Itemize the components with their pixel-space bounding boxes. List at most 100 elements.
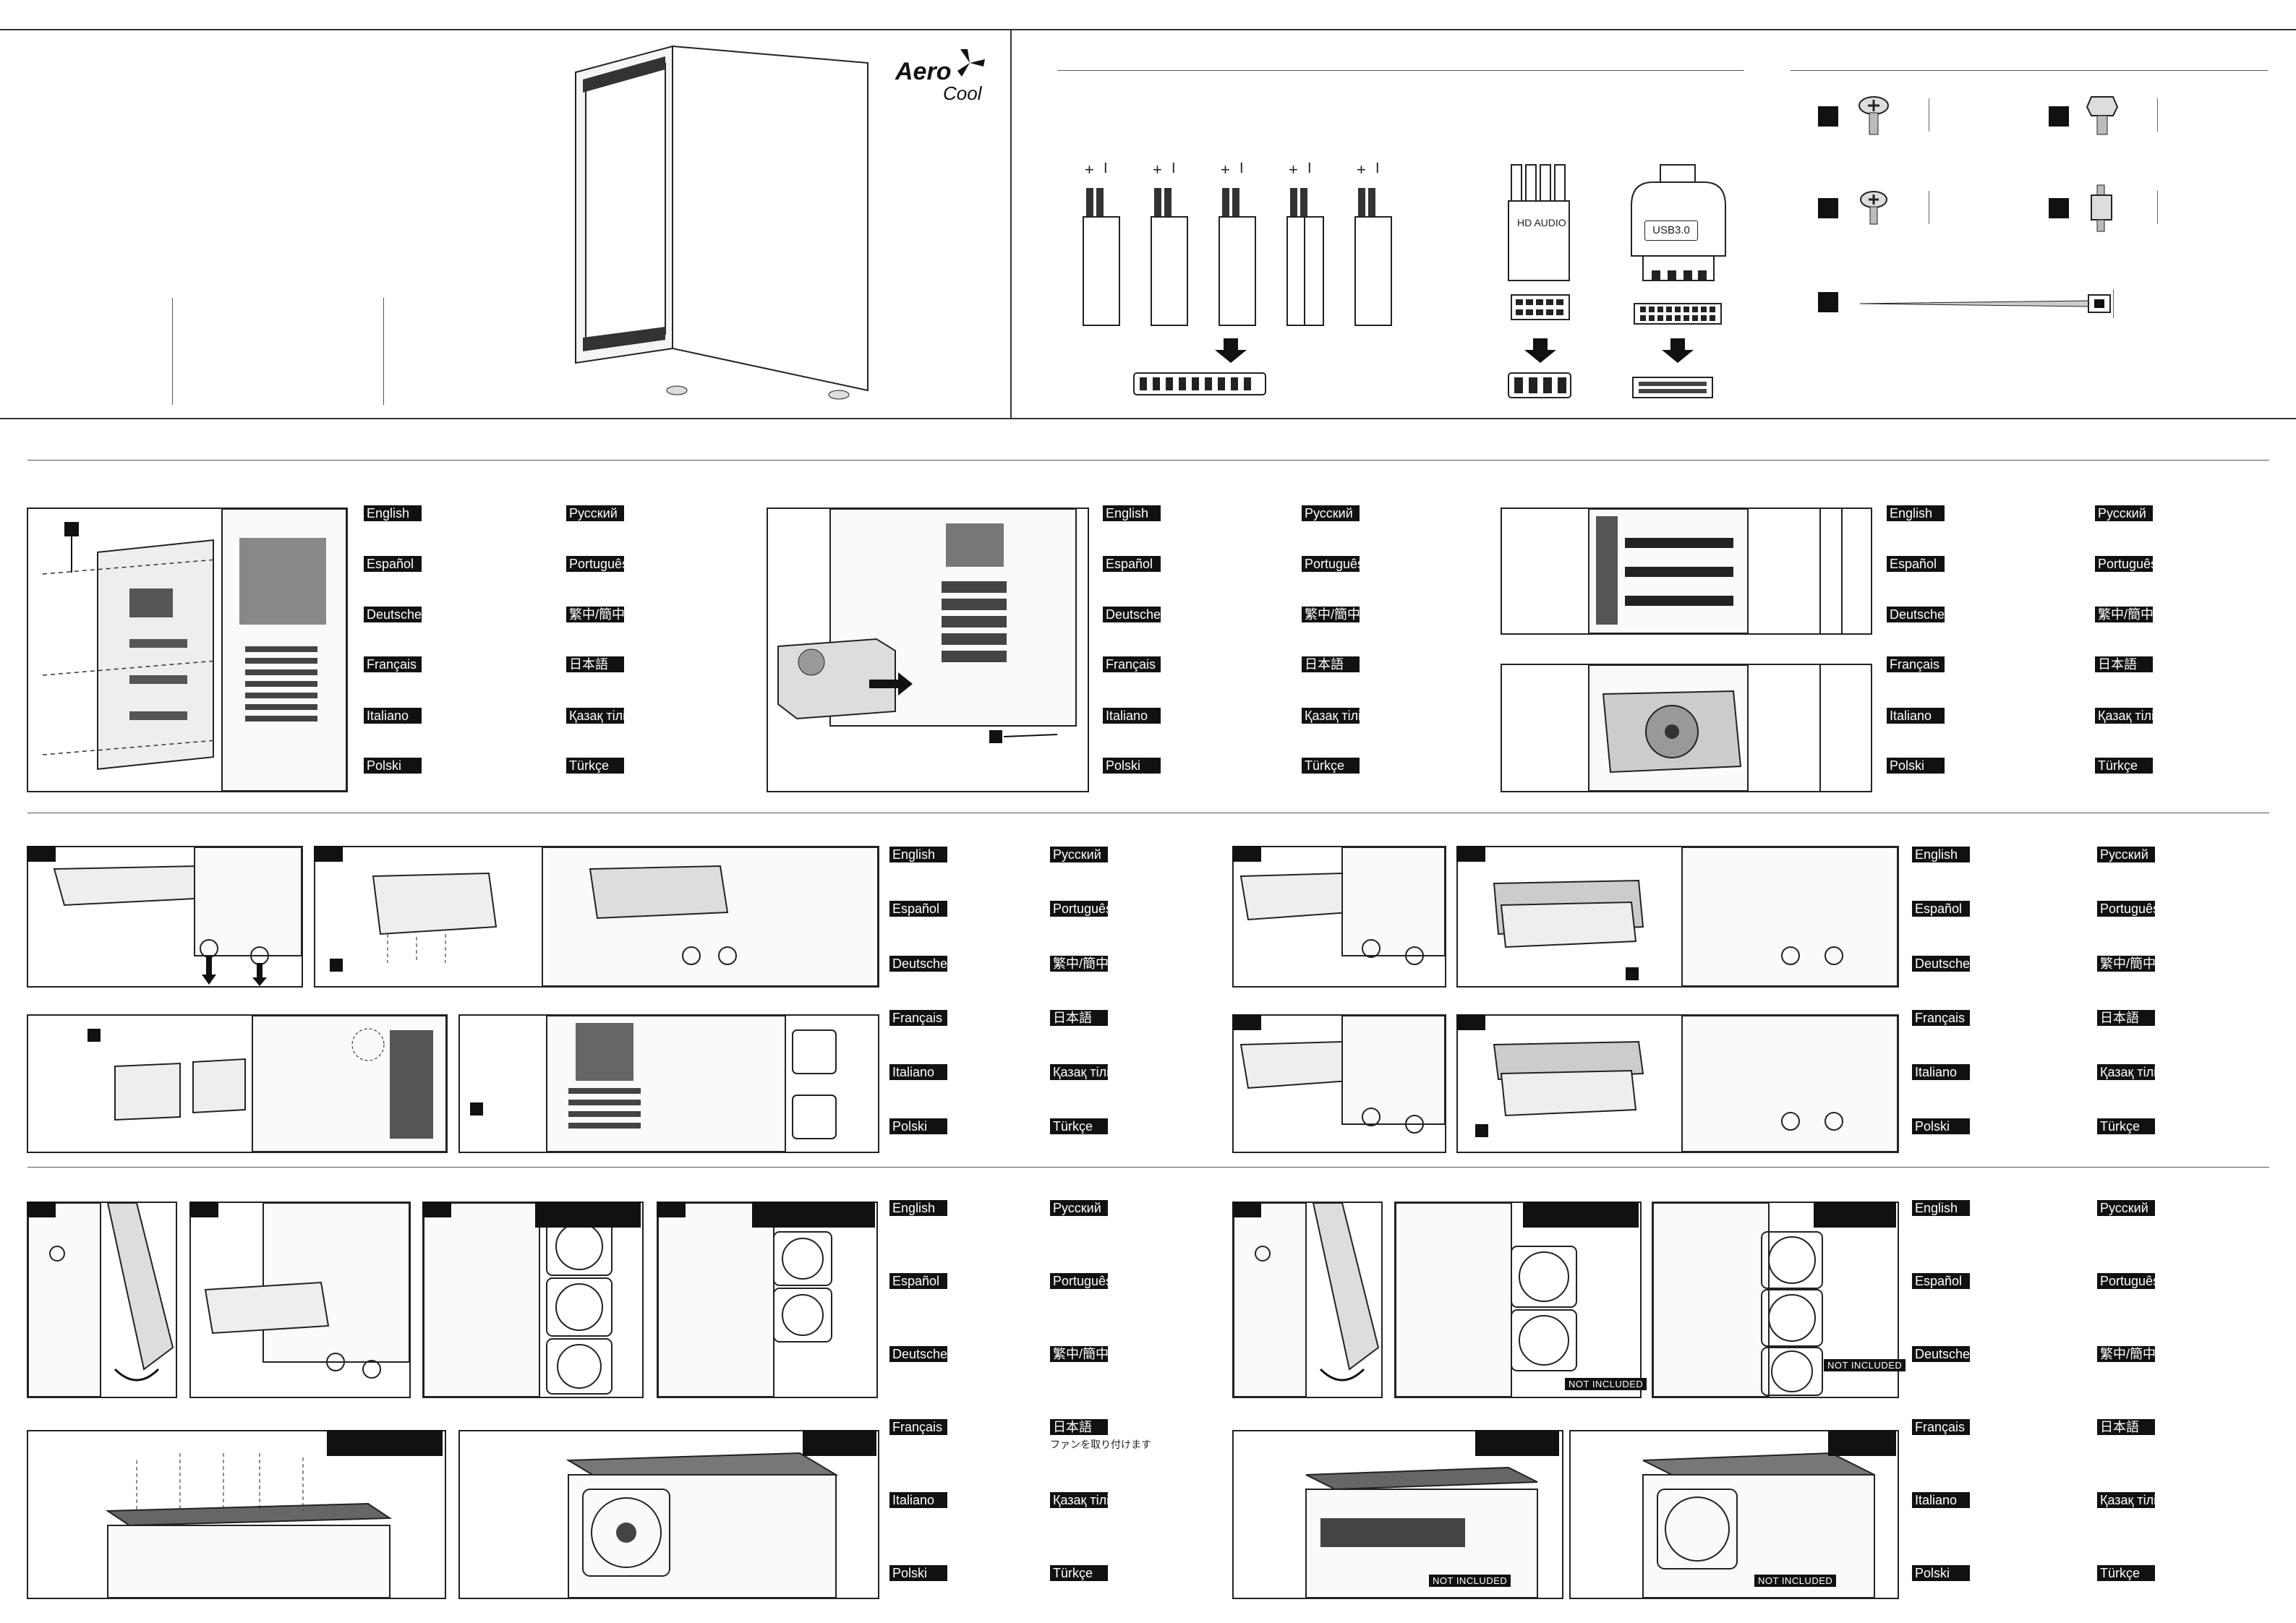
- lang-turkce-s1b: Türkçe: [1302, 758, 1360, 774]
- lang-japanese-s2b: 日本語: [2097, 1010, 2155, 1026]
- lang-italiano-s1c: Italiano: [1887, 708, 1945, 724]
- step-f-label-bar: [803, 1430, 876, 1456]
- small-screw-icon: [1856, 189, 1892, 230]
- lang-japanese-s3b: 日本語: [2097, 1419, 2155, 1435]
- step-d-label-bar-right: [1475, 1430, 1559, 1456]
- case-illustration: [564, 45, 882, 406]
- psu-install-figure: [767, 508, 1089, 792]
- cover-fold-line-2: [383, 298, 384, 405]
- lang-kazakh-s3b: Қазақ тілі: [2097, 1492, 2155, 1508]
- ssd-bracket-figure: [27, 1014, 448, 1153]
- hdd-screw-figure: [314, 846, 879, 988]
- step-c-tab: [422, 1202, 451, 1217]
- lang-francais-s3a: Français: [889, 1419, 947, 1435]
- lang-polski-s2b: Polski: [1912, 1118, 1970, 1134]
- header-bottom-line: [0, 418, 2296, 419]
- connector-2-minus: I: [1172, 160, 1176, 176]
- step-2-tab: [314, 846, 343, 862]
- accessory-e-marker: [1818, 292, 1838, 312]
- step-1-tab-right: [1232, 846, 1261, 862]
- lang-japanese-s1c: 日本語: [2095, 656, 2153, 672]
- lang-russian-s2a: Русский: [1050, 847, 1108, 862]
- lang-japanese-s2a: 日本語: [1050, 1010, 1108, 1026]
- lang-kazakh-s1b: Қазақ тілі: [1302, 708, 1360, 724]
- hdd-35-install-figure: [1456, 846, 1899, 988]
- accessory-title-line: [1791, 70, 2268, 71]
- lang-japanese-s1a: 日本語: [566, 656, 624, 672]
- step-d-label-bar: [752, 1202, 875, 1228]
- aerocool-logo: Aero Cool: [895, 45, 989, 110]
- japanese-fan-note: ファンを取り付けます: [1050, 1439, 1151, 1450]
- lang-italiano-s3a: Italiano: [889, 1492, 947, 1508]
- lang-espanol-s1b: Español: [1103, 556, 1161, 572]
- lang-deutsche-s2b: Deutsche: [1912, 956, 1970, 972]
- connector-3-minus: I: [1239, 160, 1244, 176]
- section-3-top-line: [27, 1167, 2269, 1168]
- standoff-icon: [2087, 184, 2116, 234]
- connector-2-plus: +: [1153, 160, 1162, 179]
- lang-portugues-s1a: Português: [566, 556, 624, 572]
- cable-tie-icon: [1858, 291, 2119, 317]
- lang-russian-s2b: Русский: [2097, 847, 2155, 862]
- lang-italiano-s1a: Italiano: [364, 708, 422, 724]
- usb3-label-box: USB3.0: [1644, 220, 1698, 241]
- accessory-c-marker: [1818, 198, 1838, 218]
- lang-kazakh-s2b: Қазақ тілі: [2097, 1064, 2155, 1080]
- front-radiator-figure: [1394, 1202, 1642, 1398]
- lang-chinese-s1b: 繁中/簡中: [1302, 607, 1360, 622]
- accessory-sep-4: [2157, 191, 2158, 224]
- lang-deutsche-s1c: Deutsche: [1887, 607, 1945, 622]
- hdd-tray-remove-figure-right: [1232, 846, 1446, 988]
- lang-russian-s3b: Русский: [2097, 1200, 2155, 1216]
- lang-francais-s2a: Français: [889, 1010, 947, 1026]
- lang-portugues-s2b: Português: [2097, 901, 2155, 917]
- motherboard-install-figure: [27, 508, 348, 792]
- step-b-tab: [189, 1202, 218, 1217]
- lang-deutsche-s2a: Deutsche: [889, 956, 947, 972]
- connector-4-minus: I: [1307, 160, 1312, 176]
- lang-turkce-s1c: Türkçe: [2095, 758, 2153, 774]
- not-included-badge-1: NOT INCLUDED: [1565, 1378, 1647, 1390]
- lang-turkce-s2b: Türkçe: [2097, 1118, 2155, 1134]
- logo-aero-text: Aero: [895, 58, 952, 85]
- hdd-cage-remove-figure: [189, 1202, 411, 1398]
- step-d-tab: [657, 1202, 686, 1217]
- logo-fan-icon: [957, 49, 985, 77]
- step-3-tab-right: [1232, 1014, 1261, 1030]
- hd-audio-label: HD AUDIO: [1517, 217, 1566, 228]
- lang-polski-s1a: Polski: [364, 758, 422, 774]
- front-fan-120-figure: [657, 1202, 878, 1398]
- lang-chinese-s2b: 繁中/簡中: [2097, 956, 2155, 972]
- accessory-sep-2: [2157, 98, 2158, 132]
- hex-screw-icon: [2084, 93, 2120, 139]
- connector-5-minus: I: [1375, 160, 1380, 176]
- lang-english-s1c: English: [1887, 505, 1945, 521]
- lang-turkce-s2a: Türkçe: [1050, 1118, 1108, 1134]
- usb3-connector: [1624, 162, 1733, 408]
- lang-francais-s1c: Français: [1887, 656, 1945, 672]
- lang-russian-s3a: Русский: [1050, 1200, 1108, 1216]
- lang-chinese-s3a: 繁中/簡中: [1050, 1346, 1108, 1362]
- connector-1-plus: +: [1085, 160, 1094, 179]
- step-e-label-bar: [327, 1430, 443, 1456]
- lang-polski-s1b: Polski: [1103, 758, 1161, 774]
- lang-russian-s1c: Русский: [2095, 505, 2153, 521]
- top-border-line: [0, 29, 2296, 30]
- lang-deutsche-s1b: Deutsche: [1103, 607, 1161, 622]
- lang-polski-s2a: Polski: [889, 1118, 947, 1134]
- gpu-install-figure: [1501, 664, 1872, 792]
- section-1-top-line: [27, 460, 2269, 461]
- lang-russian-s1a: Русский: [566, 505, 624, 521]
- top-fan-install-figure: [27, 1430, 446, 1599]
- header-divider: [1010, 29, 1012, 418]
- hdd-tray-remove-figure-right-2: [1232, 1014, 1446, 1153]
- hd-audio-connector: [1501, 162, 1588, 408]
- lang-english-s1a: English: [364, 505, 422, 521]
- lang-english-s2b: English: [1912, 847, 1970, 862]
- lang-kazakh-s1c: Қазақ тілі: [2095, 708, 2153, 724]
- accessory-sep-5: [2113, 289, 2114, 318]
- lang-kazakh-s2a: Қазақ тілі: [1050, 1064, 1108, 1080]
- step-e-label-bar-right: [1828, 1430, 1896, 1456]
- lang-turkce-s3a: Türkçe: [1050, 1565, 1108, 1581]
- lang-espanol-s3a: Español: [889, 1273, 947, 1289]
